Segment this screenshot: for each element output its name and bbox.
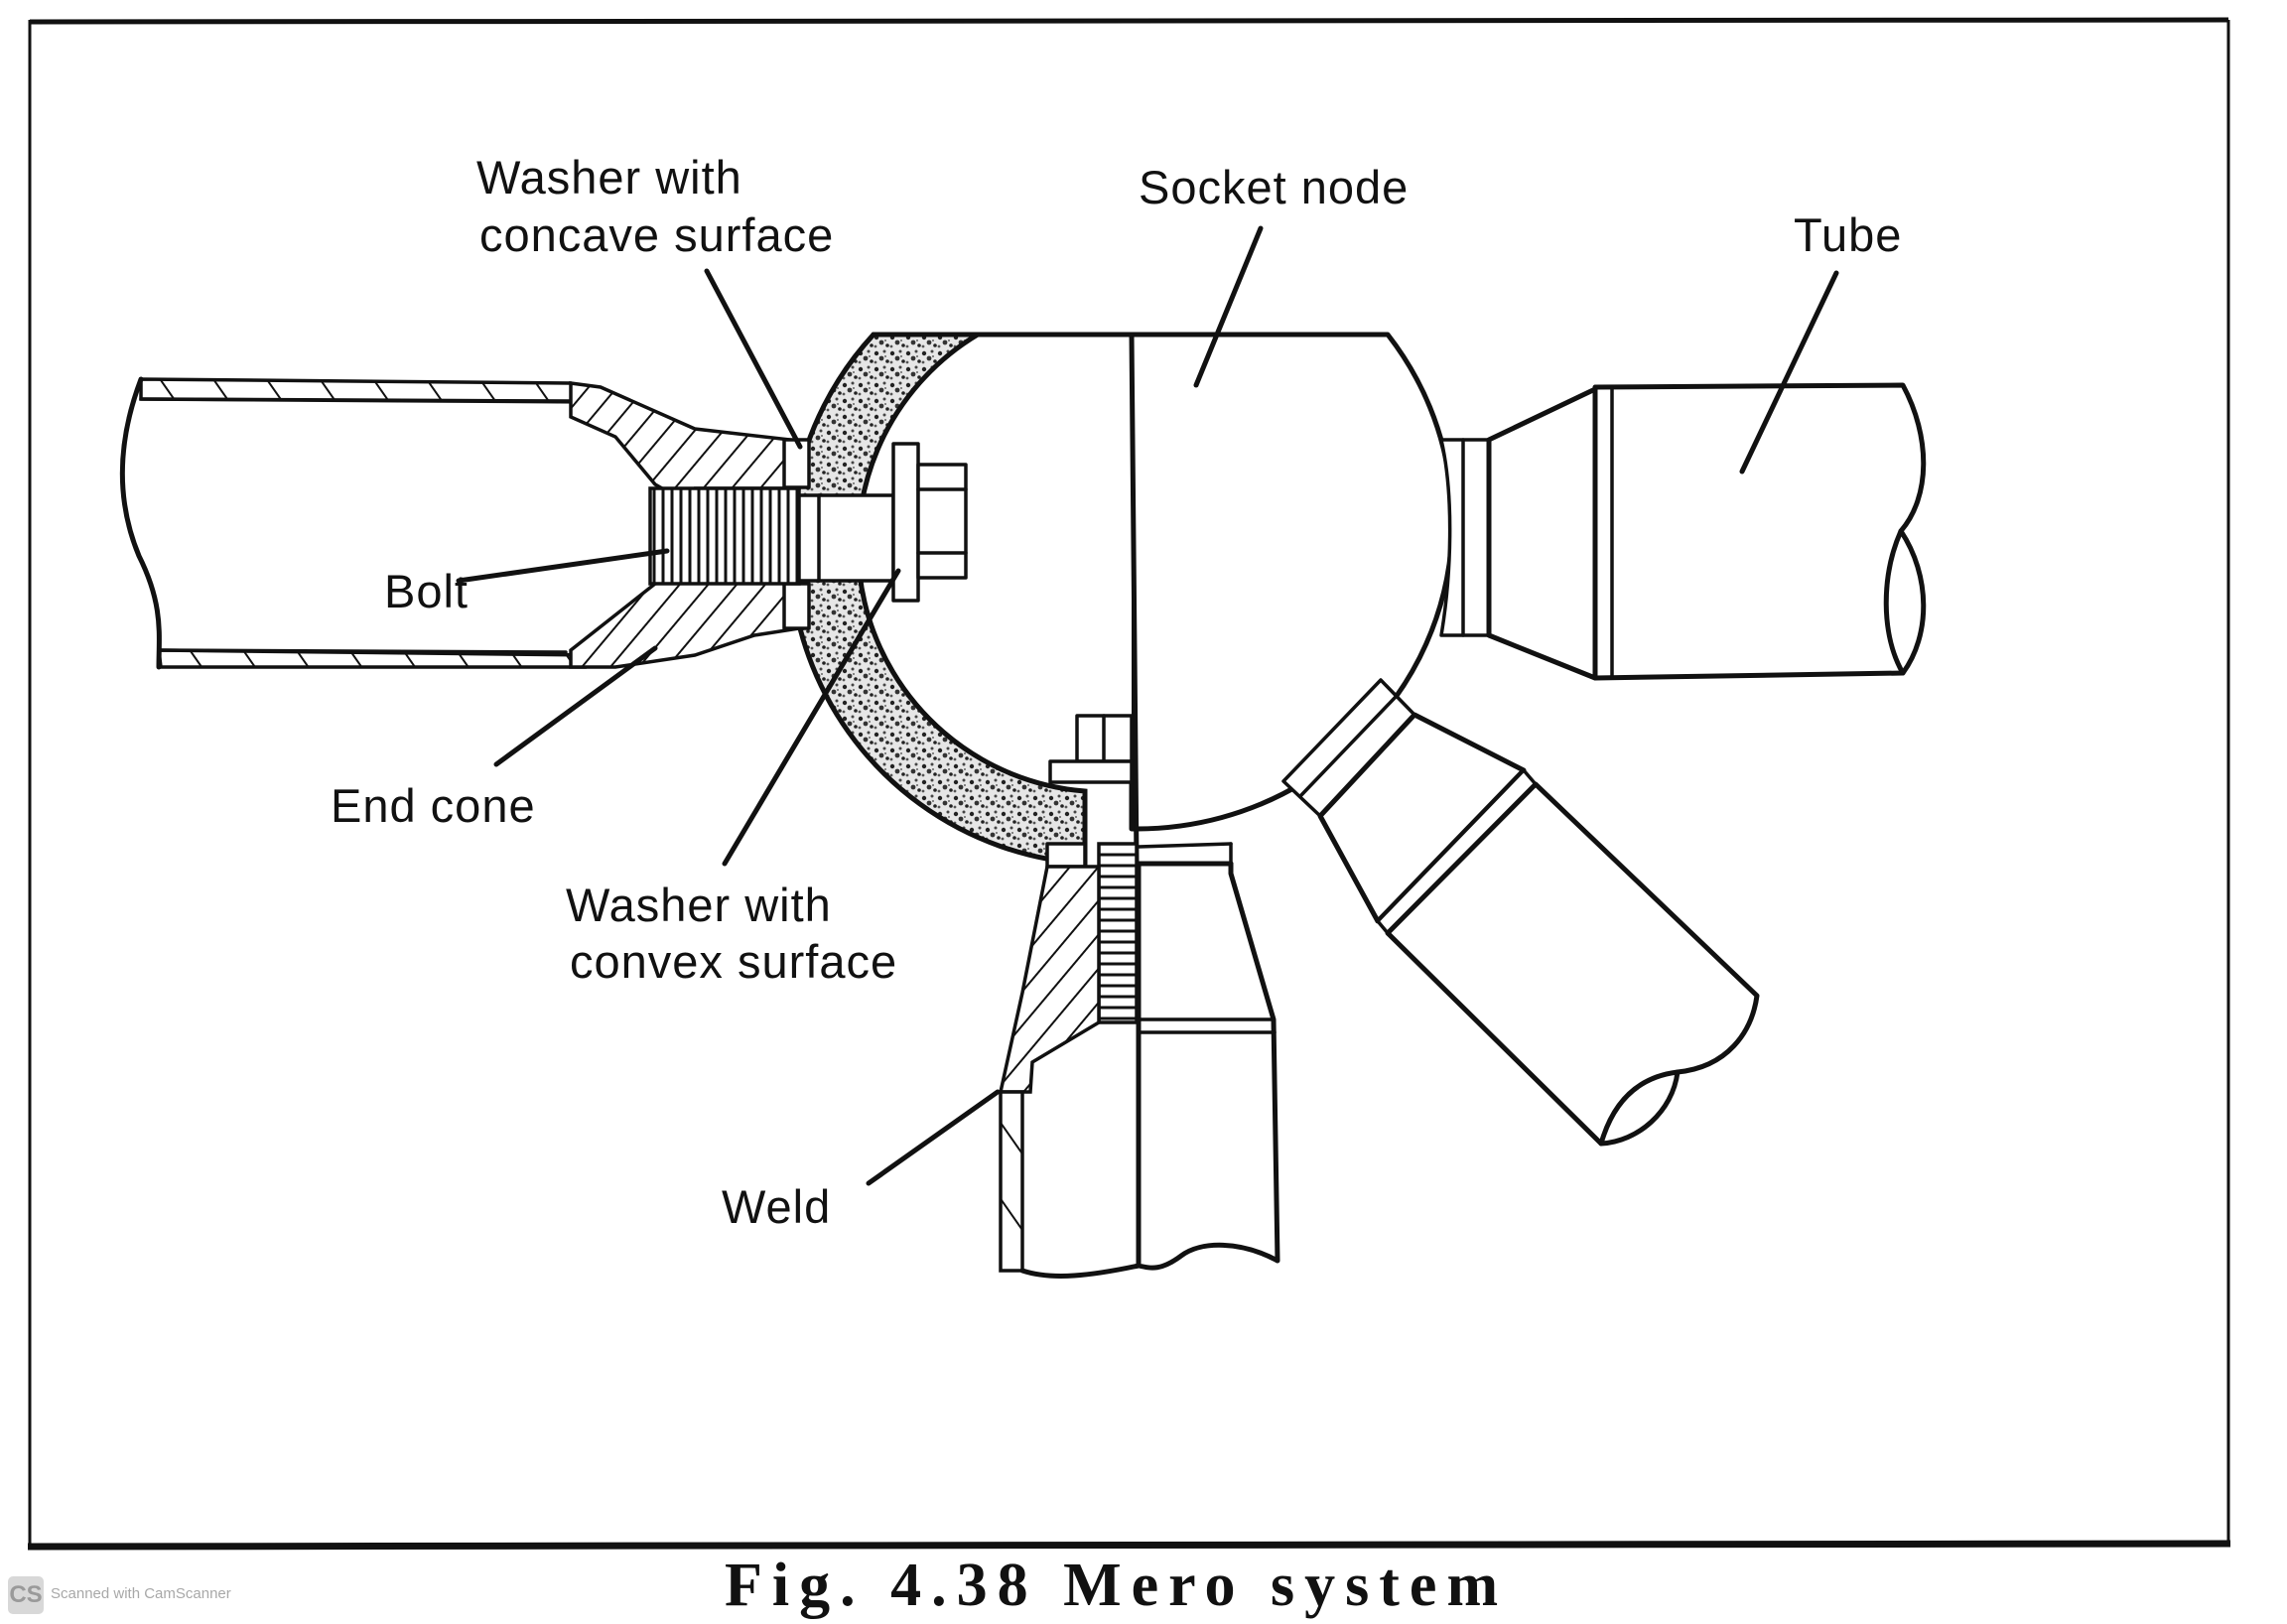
leader-washer-concave [704, 268, 803, 450]
figure-caption: Fig. 4.38 Mero system [725, 1552, 1509, 1619]
labels: Washer with concave surface Socket node … [331, 151, 1902, 1233]
bottom-tube [998, 842, 1280, 1279]
label-washer-convex-line2: convex surface [570, 935, 897, 988]
right-tube [1439, 382, 1927, 681]
leader-end-cone [493, 645, 658, 767]
camscanner-logo-icon: CS [8, 1576, 44, 1614]
label-bolt: Bolt [384, 565, 469, 617]
leader-bolt [456, 548, 670, 584]
bolt [648, 442, 968, 603]
label-end-cone: End cone [331, 779, 536, 832]
label-weld: Weld [722, 1180, 831, 1233]
lower-bolt [1045, 714, 1139, 1024]
figure-caption-region: Fig. 4.38 Mero system [695, 1555, 1588, 1616]
leader-tube [1739, 270, 1839, 474]
label-washer-concave-line2: concave surface [479, 208, 834, 261]
leader-weld [866, 1089, 1001, 1186]
diagonal-tube [1281, 678, 1760, 1147]
leader-washer-convex [722, 568, 901, 867]
label-socket-node: Socket node [1139, 161, 1409, 213]
left-tube [119, 376, 600, 670]
label-washer-concave-line1: Washer with [476, 151, 742, 203]
leader-socket-node [1193, 225, 1264, 388]
label-tube: Tube [1794, 208, 1902, 261]
figure-frame [27, 17, 2231, 1551]
label-washer-convex-line1: Washer with [566, 879, 832, 931]
camscanner-watermark: Scanned with CamScanner [51, 1585, 231, 1602]
leader-lines [456, 225, 1839, 1186]
